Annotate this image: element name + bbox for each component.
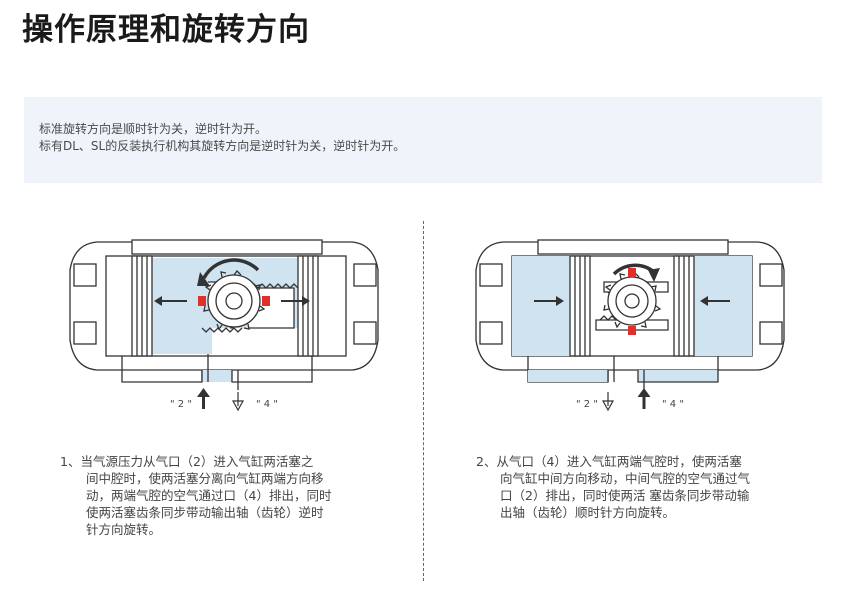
note-line-2: 标有DL、SL的反装执行机构其旋转方向是逆时针为关，逆时针为开。 [39, 139, 406, 153]
rotation-note: 标准旋转方向是顺时针为关，逆时针为开。 标有DL、SL的反装执行机构其旋转方向是… [24, 97, 822, 183]
caption-left-line-5: 针方向旋转。 [86, 522, 162, 537]
port-2-label: " 2 " [576, 399, 598, 410]
port-4-label: " 4 " [256, 399, 278, 410]
caption-right-line-3: 口（2）排出，同时使两活 塞齿条同步带动输 [500, 488, 750, 503]
caption-right-line-2: 向气缸中间方向移动，中间气腔的空气通过气 [500, 471, 751, 486]
caption-left: 1、当气源压力从气口（2）进入气缸两活塞之 间中腔时，使两活塞分离向气缸两端方向… [60, 453, 331, 538]
port-4-label: " 4 " [662, 399, 684, 410]
page-title: 操作原理和旋转方向 [22, 12, 310, 48]
note-line-1: 标准旋转方向是顺时针为关，逆时针为开。 [39, 122, 268, 136]
caption-left-line-2: 间中腔时，使两活塞分离向气缸两端方向移 [86, 471, 324, 486]
caption-right: 2、从气口（4）进入气缸两端气腔时，使两活塞 向气缸中间方向移动，中间气腔的空气… [476, 453, 750, 521]
dashed-divider [423, 221, 424, 581]
caption-left-line-3: 动，两端气腔的空气通过口（4）排出，同时 [86, 488, 332, 503]
caption-right-line-4: 出轴（齿轮）顺时针方向旋转。 [500, 505, 676, 520]
caption-left-line-4: 使两活塞齿条同步带动输出轴（齿轮）逆时 [86, 505, 324, 520]
caption-left-line-1: 1、当气源压力从气口（2）进入气缸两活塞之 [60, 454, 314, 469]
caption-right-line-1: 2、从气口（4）进入气缸两端气腔时，使两活塞 [476, 454, 742, 469]
port-2-label: " 2 " [170, 399, 192, 410]
diagram-clockwise: " 2 " " 4 " [475, 239, 785, 412]
diagram-counterclockwise: " 2 " " 4 " [69, 239, 379, 412]
